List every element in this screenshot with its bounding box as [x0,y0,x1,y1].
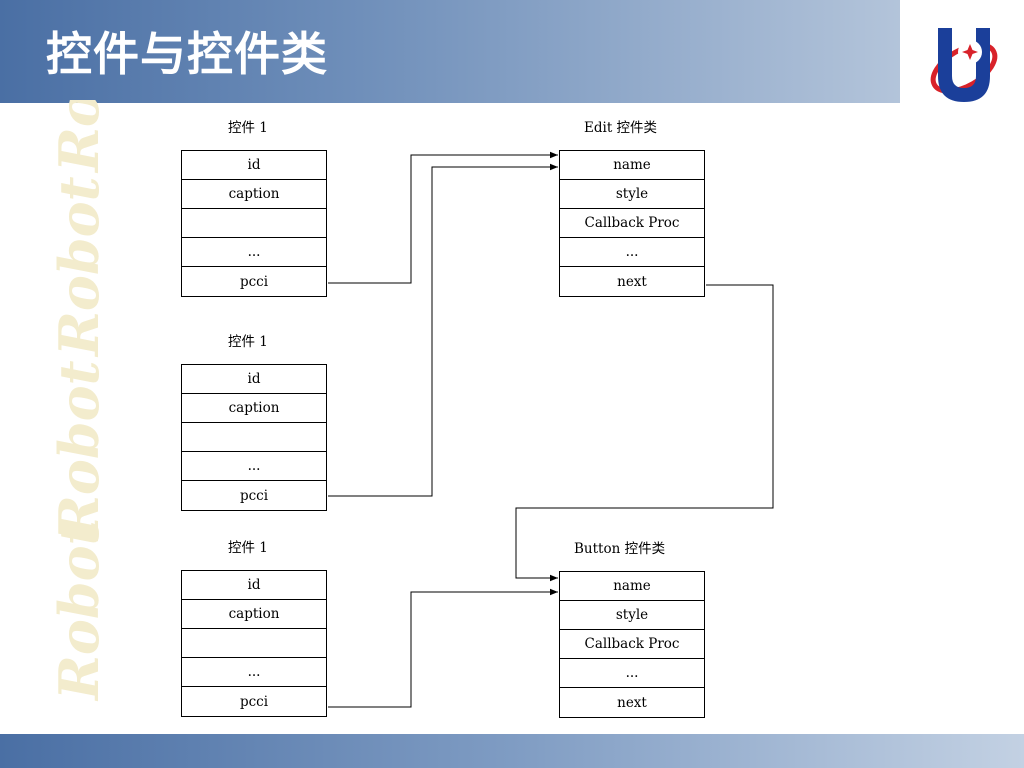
university-logo-icon [930,28,998,102]
field-callback-proc: Callback Proc [560,630,704,659]
watermark-text-1: Robot [47,520,110,702]
field-pcci: pcci [239,693,269,710]
button-class-struct: name style Callback Proc ... next [559,571,705,718]
field-caption: caption [182,600,326,629]
control-3-struct: id caption ... pcci [181,570,327,717]
field-ellipsis: ... [560,659,704,688]
field-empty [182,423,326,452]
control-1-struct: id caption ... pcci [181,150,327,297]
watermark: Robot Robot Robot Robot [47,100,110,702]
field-style: style [560,180,704,209]
field-empty [182,209,326,238]
edit-class-label: Edit 控件类 [584,120,658,136]
field-next: next [617,273,647,290]
field-name: name [560,572,704,601]
control-3-label: 控件 1 [228,540,268,556]
field-pcci: pcci [239,273,269,290]
field-style: style [560,601,704,630]
connector-control1-to-edit [328,151,558,284]
connector-control3-to-button [328,588,558,708]
field-empty [182,629,326,658]
field-ellipsis: ... [560,238,704,267]
field-pcci: pcci [239,487,269,504]
slide-footer-bar [0,734,1024,768]
field-name: name [560,151,704,180]
watermark-text-3: Robot [47,176,110,358]
field-id: id [182,151,326,180]
field-caption: caption [182,180,326,209]
control-2-struct: id caption ... pcci [181,364,327,511]
slide-header: 控件与控件类 [0,0,900,103]
control-1-label: 控件 1 [228,120,268,136]
connector-edit-next-to-button [515,284,774,582]
field-id: id [182,365,326,394]
field-ellipsis: ... [182,238,326,267]
connector-control2-to-edit [328,163,558,497]
field-callback-proc: Callback Proc [560,209,704,238]
button-class-label: Button 控件类 [574,541,666,557]
slide-title: 控件与控件类 [46,27,328,81]
field-next: next [617,694,647,711]
field-id: id [182,571,326,600]
control-2-label: 控件 1 [228,334,268,350]
edit-class-struct: name style Callback Proc ... next [559,150,705,297]
field-ellipsis: ... [182,452,326,481]
field-ellipsis: ... [182,658,326,687]
field-caption: caption [182,394,326,423]
watermark-text-4: Robot [47,100,110,174]
watermark-text-2: Robot [47,360,110,542]
